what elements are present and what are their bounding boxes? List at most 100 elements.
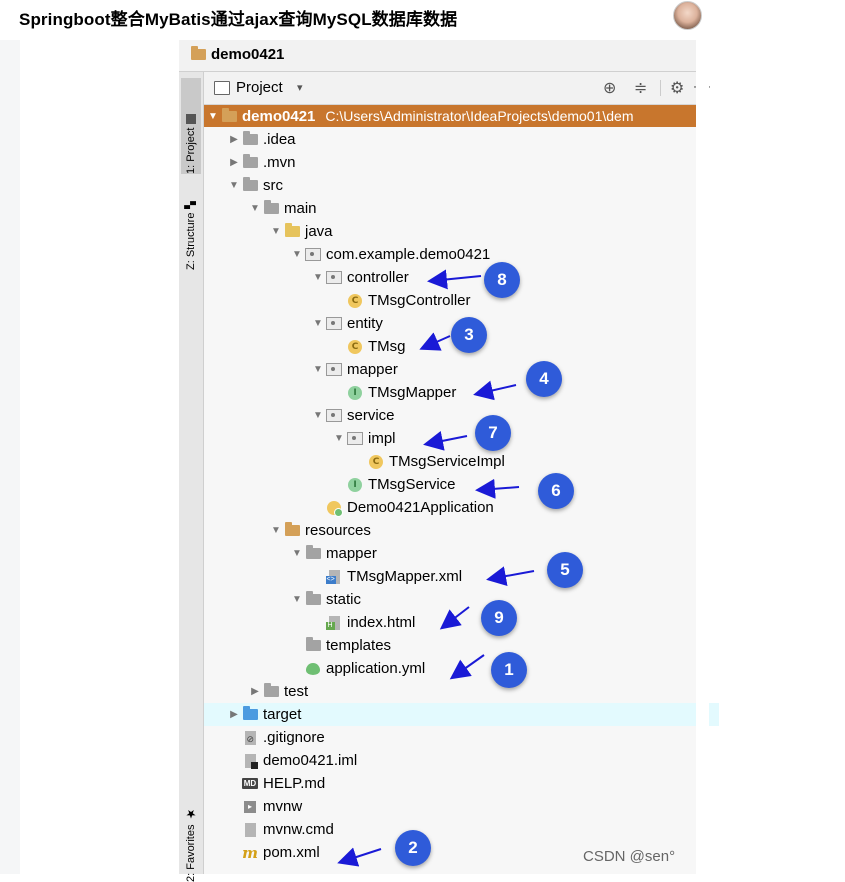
chevron-down-icon[interactable]: ▼ <box>292 548 302 559</box>
spring-app-icon <box>325 500 343 517</box>
tree-item[interactable]: ▼service <box>204 404 803 427</box>
xml-file-icon <box>325 569 343 585</box>
tree-item[interactable]: ▼src <box>204 174 719 197</box>
project-view-selector[interactable]: Project <box>236 79 283 96</box>
toolbar-divider <box>660 80 661 96</box>
chevron-down-icon[interactable]: ▼ <box>271 525 281 536</box>
chevron-down-icon[interactable]: ▼ <box>229 180 239 191</box>
tree-item[interactable]: ▼entity <box>204 312 803 335</box>
article-header: Springboot整合MyBatis通过ajax查询MySQL数据库数据 <box>0 0 709 40</box>
chevron-down-icon[interactable]: ▾ <box>297 82 303 94</box>
tree-item-label: impl <box>368 430 396 447</box>
tree-item[interactable]: ▶ .mvn <box>204 151 719 174</box>
tree-root[interactable]: ▼ demo0421 C:\Users\Administrator\IdeaPr… <box>204 105 698 127</box>
class-icon: C <box>367 454 385 470</box>
tree-item[interactable]: ▸mvnw <box>204 795 719 818</box>
collapse-all-icon[interactable]: ≑ <box>634 80 648 97</box>
tree-item[interactable]: ▼ mapper <box>204 542 782 565</box>
package-icon <box>325 316 343 332</box>
tree-item-label: TMsgController <box>368 292 471 309</box>
tree-item[interactable]: ▼ java <box>204 220 761 243</box>
project-panel: Project ▾ ⊕ ≑ ⚙ — ▼ demo0421 C:\Users\Ad… <box>204 72 719 874</box>
tree-item[interactable]: demo0421.iml <box>204 749 719 772</box>
folder-blue-icon <box>241 706 259 723</box>
tree-item[interactable]: ▼com.example.demo0421 <box>204 243 782 266</box>
tree-item-label: .mvn <box>263 154 296 171</box>
marker-2: 2 <box>395 830 431 866</box>
interface-icon: I <box>346 477 364 493</box>
tree-item[interactable]: templates <box>204 634 782 657</box>
marker-3: 3 <box>451 317 487 353</box>
tree-item[interactable]: application.yml <box>204 657 782 680</box>
marker-8: 8 <box>484 262 520 298</box>
tab-favorites-label: 2: Favorites <box>185 824 197 882</box>
chevron-down-icon[interactable]: ▼ <box>313 318 323 329</box>
tree-item-label: static <box>326 591 362 608</box>
page-right-margin <box>696 40 709 874</box>
yml-file-icon <box>304 661 322 677</box>
tree-item[interactable]: ▶test <box>204 680 740 703</box>
locate-icon[interactable]: ⊕ <box>603 80 617 97</box>
tree-item-label: pom.xml <box>263 844 320 861</box>
ide-title-bar: demo0421 <box>179 40 696 72</box>
tree-item[interactable]: index.html <box>204 611 803 634</box>
maven-file-icon: m <box>242 843 258 862</box>
tree-item-label: application.yml <box>326 660 426 677</box>
package-icon <box>325 362 343 378</box>
ide-window-title: demo0421 <box>211 46 285 63</box>
marker-5: 5 <box>547 552 583 588</box>
shell-file-icon: ▸ <box>241 799 259 815</box>
tab-structure-label: Z: Structure <box>185 212 197 270</box>
csdn-watermark: CSDN @sen° <box>583 848 676 865</box>
chevron-down-icon[interactable]: ▼ <box>271 226 281 237</box>
tree-item[interactable]: ▼ mapper <box>204 358 803 381</box>
root-path: C:\Users\Administrator\IdeaProjects\demo… <box>325 108 634 124</box>
tree-item-label: java <box>305 223 333 240</box>
tree-item-label: mapper <box>347 361 398 378</box>
chevron-right-icon[interactable]: ▶ <box>251 686 259 697</box>
tree-item[interactable]: TMsgMapper.xml <box>204 565 803 588</box>
tab-project[interactable]: 1: Project <box>181 78 201 174</box>
chevron-down-icon[interactable]: ▼ <box>250 203 260 214</box>
tree-item[interactable]: ▼ impl <box>204 427 824 450</box>
tree-item[interactable]: m pom.xml <box>204 841 719 864</box>
tree-item[interactable]: ▶ target <box>204 703 719 726</box>
chevron-down-icon[interactable]: ▼ <box>334 433 344 444</box>
chevron-down-icon[interactable]: ▼ <box>313 364 323 375</box>
tree-item-label: mapper <box>326 545 377 562</box>
tree-item-label: resources <box>305 522 371 539</box>
tree-item[interactable]: mvnw.cmd <box>204 818 719 841</box>
chevron-right-icon[interactable]: ▶ <box>230 709 238 720</box>
tab-project-label: 1: Project <box>185 127 197 174</box>
tree-item[interactable]: ▼main <box>204 197 740 220</box>
tree-item[interactable]: Demo0421Application <box>204 496 803 519</box>
tree-item[interactable]: ▶.idea <box>204 128 719 151</box>
chevron-down-icon[interactable]: ▼ <box>292 594 302 605</box>
tree-item[interactable]: ▼ static <box>204 588 782 611</box>
tab-favorites[interactable]: 2: Favorites ★ <box>181 794 201 882</box>
chevron-down-icon[interactable]: ▼ <box>313 410 323 421</box>
article-title: Springboot整合MyBatis通过ajax查询MySQL数据库数据 <box>19 10 458 29</box>
chevron-right-icon[interactable]: ▶ <box>230 157 238 168</box>
tree-item-label: .gitignore <box>263 729 325 746</box>
tab-structure[interactable]: Z: Structure ▚ <box>181 180 201 270</box>
tree-item-label: TMsgMapper.xml <box>347 568 463 585</box>
chevron-right-icon[interactable]: ▶ <box>230 134 238 145</box>
user-avatar[interactable] <box>673 1 702 30</box>
folder-gray-icon <box>241 154 259 171</box>
chevron-down-icon[interactable]: ▼ <box>313 272 323 283</box>
gear-icon[interactable]: ⚙ <box>670 80 685 97</box>
tree-item[interactable]: ▼ resources <box>204 519 761 542</box>
tree-item-label: target <box>263 706 302 723</box>
tree-item[interactable]: ▼controller <box>204 266 803 289</box>
chevron-down-icon[interactable]: ▼ <box>208 110 218 122</box>
tree-item[interactable]: .gitignore <box>204 726 719 749</box>
chevron-down-icon[interactable]: ▼ <box>292 249 302 260</box>
folder-gray-icon <box>262 200 280 217</box>
